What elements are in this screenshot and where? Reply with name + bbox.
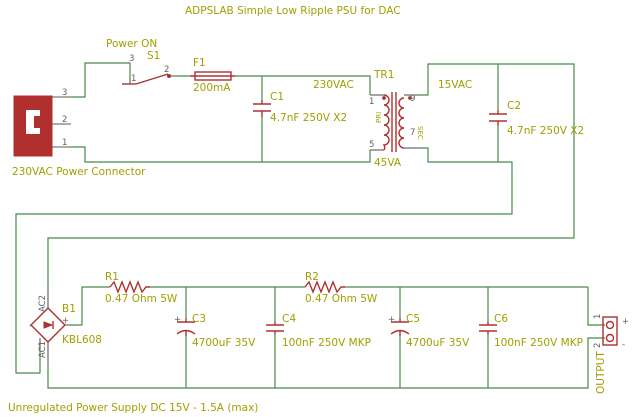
c5-name: C5	[406, 313, 420, 325]
resistor-r1: R1 0.47 Ohm 5W	[105, 271, 178, 305]
c1-name: C1	[270, 91, 284, 103]
connector-pin-1: 1	[62, 138, 67, 148]
fuse-name: F1	[193, 57, 206, 69]
bridge-name: B1	[62, 303, 76, 315]
pri-label: PRI	[375, 112, 383, 123]
capacitor-c4: C4 100nF 250V MKP	[266, 313, 371, 349]
footer-note: Unregulated Power Supply DC 15V - 1.5A (…	[8, 402, 258, 414]
transformer-rating: 45VA	[374, 157, 402, 169]
r1-body	[109, 280, 150, 294]
c2-value: 4.7nF 250V X2	[507, 125, 584, 137]
sec-label: SEC	[416, 126, 424, 140]
bridge-ac2: AC2	[38, 295, 48, 312]
c1-value: 4.7nF 250V X2	[270, 112, 347, 124]
bridge-plus: +	[62, 316, 69, 326]
capacitor-c3: + C3 4700uF 35V	[174, 313, 256, 349]
output-connector: OUTPUT 1 2 + -	[593, 314, 629, 394]
primary-voltage: 230VAC	[313, 79, 354, 91]
tr-pin-9: 9	[410, 94, 415, 104]
bridge-value: KBL608	[62, 334, 102, 346]
secondary-voltage: 15VAC	[438, 79, 472, 91]
fuse-value: 200mA	[193, 82, 231, 94]
tr-pin-7: 7	[410, 128, 415, 138]
tr-pin-1: 1	[369, 97, 374, 107]
output-pin-2: 2	[593, 343, 603, 348]
c5-value: 4700uF 35V	[406, 337, 470, 349]
bridge-diode-icon	[43, 321, 54, 329]
r2-body	[304, 280, 345, 294]
transformer-name: TR1	[373, 69, 394, 81]
bridge-minus: -	[29, 321, 32, 331]
connector-label: 230VAC Power Connector	[12, 166, 146, 178]
r1-name: R1	[105, 271, 119, 283]
bridge-body	[30, 307, 66, 343]
c3-name: C3	[192, 313, 206, 325]
connector-pin-2: 2	[62, 115, 67, 125]
switch-pin-3: 3	[129, 54, 134, 64]
c4-name: C4	[282, 313, 296, 325]
r1-value: 0.47 Ohm 5W	[105, 293, 178, 305]
c6-name: C6	[494, 313, 508, 325]
bridge-b1: B1 KBL608 AC2 AC1 + -	[29, 285, 102, 360]
switch-pin-1: 1	[131, 74, 136, 84]
output-body	[602, 316, 618, 346]
switch-pin-2: 2	[164, 65, 169, 75]
fuse-f1: F1 200mA	[190, 57, 235, 94]
primary-coil	[382, 94, 390, 151]
bridge-ac1: AC1	[38, 341, 48, 358]
output-pin-1: 1	[593, 314, 603, 319]
c2-name: C2	[507, 100, 521, 112]
capacitor-c5: + C5 4700uF 35V	[388, 313, 470, 349]
switch-name: S1	[147, 50, 160, 62]
resistor-r2: R2 0.47 Ohm 5W	[304, 271, 378, 305]
r2-name: R2	[305, 271, 319, 283]
c5-plus: +	[388, 315, 395, 325]
switch-s1: Power ON S1 3 1 2	[106, 38, 171, 85]
transformer-tr1: TR1 230VAC 15VAC 45VA PRI SEC 1 5 9 7	[313, 69, 472, 169]
output-label: OUTPUT	[595, 351, 607, 394]
output-minus: -	[622, 340, 625, 350]
output-plus: +	[622, 317, 629, 327]
tr-pin-5: 5	[369, 140, 374, 150]
c6-value: 100nF 250V MKP	[494, 337, 583, 349]
capacitor-c6: C6 100nF 250V MKP	[479, 313, 583, 349]
c3-value: 4700uF 35V	[192, 337, 256, 349]
capacitor-c2: C2 4.7nF 250V X2	[489, 100, 584, 137]
c3-plus: +	[174, 315, 181, 325]
capacitor-c1: C1 4.7nF 250V X2	[253, 91, 347, 124]
secondary-coil	[398, 97, 405, 149]
connector-socket-icon	[26, 110, 40, 134]
schematic-title: ADPSLAB Simple Low Ripple PSU for DAC	[185, 5, 401, 17]
wires	[15, 62, 605, 389]
power-connector: 3 2 1 230VAC Power Connector	[12, 88, 146, 178]
connector-pin-3: 3	[62, 88, 67, 98]
r2-value: 0.47 Ohm 5W	[305, 293, 378, 305]
switch-value: Power ON	[106, 38, 157, 50]
c4-value: 100nF 250V MKP	[282, 337, 371, 349]
